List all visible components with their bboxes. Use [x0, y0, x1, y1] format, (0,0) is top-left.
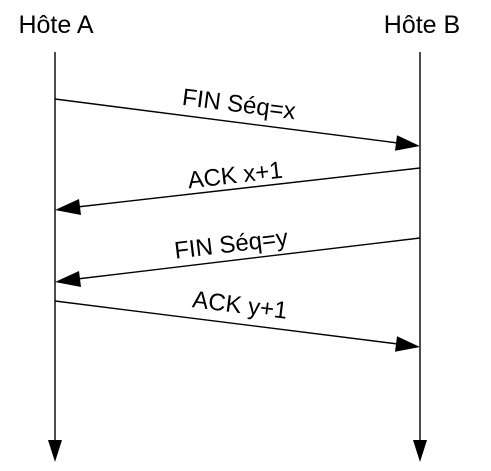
message-ack-y1-label: ACK y+1 — [191, 286, 289, 324]
message-fin-y-label: FIN Séq=y — [173, 224, 289, 264]
host-a-lifeline — [48, 52, 62, 462]
message-fin-y-arrowhead — [55, 271, 81, 287]
host-b-lifeline — [413, 52, 427, 462]
message-fin-y: FIN Séq=y — [55, 224, 421, 287]
host-a-lifeline-arrowhead — [48, 440, 62, 462]
message-fin-x: FIN Séq=x — [54, 84, 420, 151]
message-ack-x1-arrowhead — [55, 199, 81, 215]
message-fin-x-label: FIN Séq=x — [181, 84, 298, 125]
message-fin-x-arrowhead — [395, 135, 420, 151]
message-ack-y1: ACK y+1 — [54, 286, 420, 352]
message-ack-x1: ACK x+1 — [55, 157, 421, 215]
message-ack-y1-arrowhead — [395, 336, 420, 352]
message-ack-x1-label: ACK x+1 — [186, 157, 284, 195]
host-a-label: Hôte A — [18, 11, 93, 39]
host-b-lifeline-arrowhead — [413, 440, 427, 462]
host-b-label: Hôte B — [384, 11, 460, 39]
